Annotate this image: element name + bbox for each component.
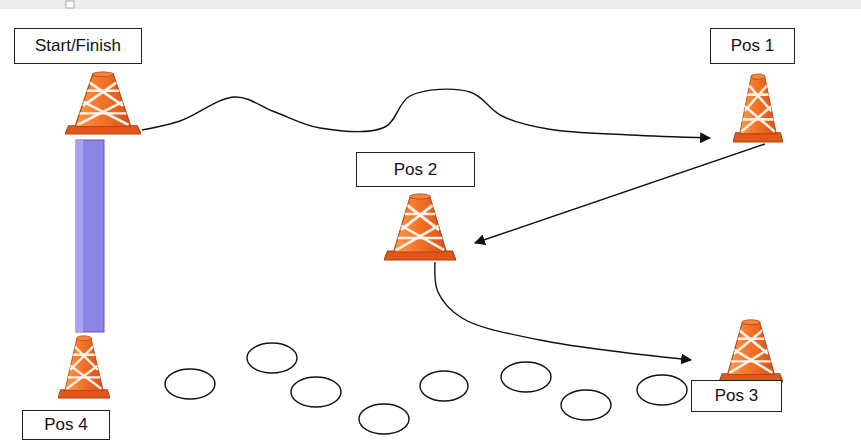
- route-arrow: [435, 262, 691, 360]
- ring-marker: [291, 377, 341, 407]
- position-label: Pos 2: [394, 160, 437, 180]
- cone-icon: [58, 336, 110, 398]
- position-marker: Pos 1: [710, 28, 795, 144]
- label-box: Pos 3: [691, 380, 782, 412]
- position-label: Pos 3: [715, 386, 758, 406]
- label-box: Pos 4: [22, 410, 110, 440]
- ring-marker: [247, 343, 297, 373]
- strip-icon: [66, 1, 74, 8]
- ring-marker: [359, 404, 409, 434]
- position-marker: Pos 3: [691, 318, 783, 412]
- ring-marker: [165, 369, 215, 399]
- label-box: Pos 1: [710, 28, 795, 64]
- position-label: Pos 4: [44, 415, 87, 435]
- route-arrow: [142, 89, 710, 138]
- cone-icon: [384, 194, 456, 260]
- position-label: Start/Finish: [35, 36, 121, 56]
- cone-icon: [719, 320, 783, 382]
- position-marker: Pos 4: [22, 334, 110, 440]
- position-label: Pos 1: [731, 36, 774, 56]
- route-arrow: [475, 144, 765, 243]
- cone-icon: [65, 72, 141, 134]
- ring-marker: [420, 371, 468, 401]
- barrier-highlight: [76, 140, 83, 332]
- position-marker: Start/Finish: [14, 28, 142, 136]
- top-strip: [0, 0, 861, 9]
- cone-icon: [733, 74, 783, 142]
- label-box: Pos 2: [356, 152, 475, 187]
- ring-marker: [637, 375, 687, 405]
- position-marker: Pos 2: [356, 152, 475, 262]
- label-box: Start/Finish: [14, 28, 142, 64]
- barrier-bar: [76, 140, 104, 332]
- ring-marker: [501, 362, 551, 392]
- ring-marker: [561, 390, 611, 420]
